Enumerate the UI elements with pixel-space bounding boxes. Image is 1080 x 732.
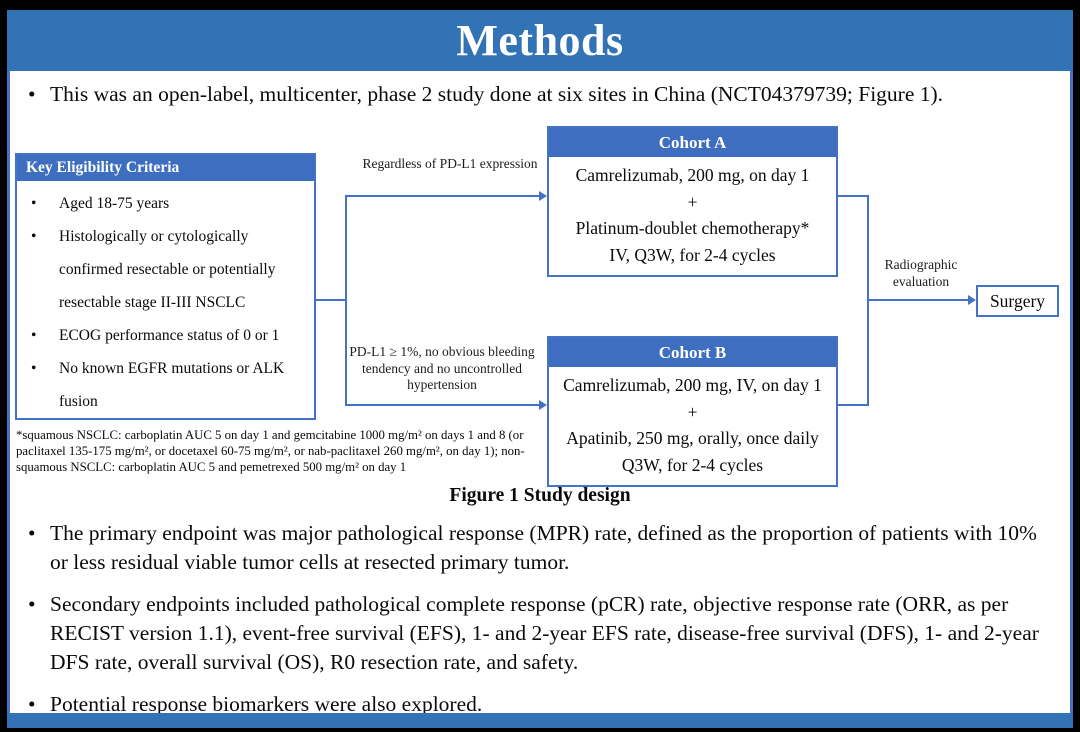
arrowhead-cohort-b — [539, 400, 547, 410]
bullet-text: Potential response biomarkers were also … — [50, 692, 483, 716]
eligibility-item: • No known EGFR mutations or ALK fusion — [29, 352, 310, 418]
bullet-marker: • — [31, 195, 37, 212]
cohort-a-box: Cohort A Camrelizumab, 200 mg, on day 1 … — [547, 126, 838, 277]
eligibility-item: • Aged 18-75 years — [29, 187, 310, 220]
cohort-a-line: IV, Q3W, for 2-4 cycles — [609, 244, 776, 265]
arrowhead-surgery — [968, 295, 976, 305]
bullet-marker: • — [28, 82, 36, 106]
radiographic-evaluation-label: Radiographic evaluation — [884, 257, 958, 289]
bullet-item: • Secondary endpoints included pathologi… — [28, 590, 1054, 677]
connector-cohort-a-out — [835, 195, 869, 197]
cohort-a-line: Platinum-doublet chemotherapy* — [575, 218, 810, 238]
eligibility-item-text: ECOG performance status of 0 or 1 — [59, 327, 280, 344]
eligibility-item: • Histologically or cytologically confir… — [29, 220, 310, 319]
connector-to-surgery — [867, 299, 969, 301]
connector-to-cohort-b — [345, 404, 540, 406]
cohort-b-line: Apatinib, 250 mg, orally, once daily — [566, 428, 819, 448]
bullet-marker: • — [28, 692, 36, 716]
cohort-a-body: Camrelizumab, 200 mg, on day 1 + Platinu… — [549, 157, 836, 275]
cohort-a-line: Camrelizumab, 200 mg, on day 1 — [575, 165, 810, 185]
bullet-marker: • — [31, 360, 37, 377]
title-bar: Methods — [7, 10, 1073, 71]
cohort-a-line: + — [687, 191, 698, 212]
bullet-marker: • — [28, 521, 36, 545]
eligibility-item-text: Aged 18-75 years — [59, 195, 170, 212]
branch-label-bottom: PD-L1 ≥ 1%, no obvious bleeding tendency… — [349, 344, 535, 392]
eligibility-box-header: Key Eligibility Criteria — [17, 155, 314, 181]
arrowhead-cohort-a — [539, 191, 547, 201]
branch-label-top: Regardless of PD-L1 expression — [362, 156, 538, 171]
bullet-text: The primary endpoint was major pathologi… — [50, 521, 1037, 574]
bullet-item: • Potential response biomarkers were als… — [28, 690, 1054, 719]
bullet-marker: • — [31, 228, 37, 245]
intro-bullet: • This was an open-label, multicenter, p… — [28, 80, 1053, 109]
connector-cohort-b-out — [835, 404, 869, 406]
eligibility-item-text: No known EGFR mutations or ALK fusion — [59, 360, 285, 410]
cohort-b-line: Camrelizumab, 200 mg, IV, on day 1 — [563, 375, 822, 395]
surgery-label: Surgery — [989, 290, 1046, 311]
slide-title: Methods — [456, 16, 624, 65]
figure-caption: Figure 1 Study design — [449, 485, 631, 506]
endpoint-bullets: • The primary endpoint was major patholo… — [28, 519, 1054, 732]
bullet-text: Secondary endpoints included pathologica… — [50, 592, 1039, 674]
footer-bar — [7, 713, 1073, 728]
connector-branch-vertical-left — [345, 195, 347, 406]
bullet-marker: • — [28, 592, 36, 616]
figure-footnote: *squamous NSCLC: carboplatin AUC 5 on da… — [16, 428, 525, 474]
eligibility-box-body: • Aged 18-75 years • Histologically or c… — [17, 181, 314, 418]
cohort-b-line: + — [687, 401, 698, 422]
cohort-b-body: Camrelizumab, 200 mg, IV, on day 1 + Apa… — [549, 367, 836, 485]
intro-bullet-text: This was an open-label, multicenter, pha… — [50, 82, 944, 106]
cohort-b-box: Cohort B Camrelizumab, 200 mg, IV, on da… — [547, 336, 838, 487]
cohort-b-header: Cohort B — [549, 338, 836, 367]
connector-to-cohort-a — [345, 195, 540, 197]
surgery-box: Surgery — [976, 285, 1059, 317]
bullet-item: • The primary endpoint was major patholo… — [28, 519, 1054, 577]
eligibility-box: Key Eligibility Criteria • Aged 18-75 ye… — [15, 153, 316, 420]
cohort-b-line: Q3W, for 2-4 cycles — [621, 454, 764, 475]
eligibility-item: • ECOG performance status of 0 or 1 — [29, 319, 310, 352]
eligibility-item-text: Histologically or cytologically confirme… — [59, 228, 276, 311]
cohort-a-header: Cohort A — [549, 128, 836, 157]
connector-eligibility-to-branch — [315, 299, 347, 301]
bullet-marker: • — [31, 327, 37, 344]
